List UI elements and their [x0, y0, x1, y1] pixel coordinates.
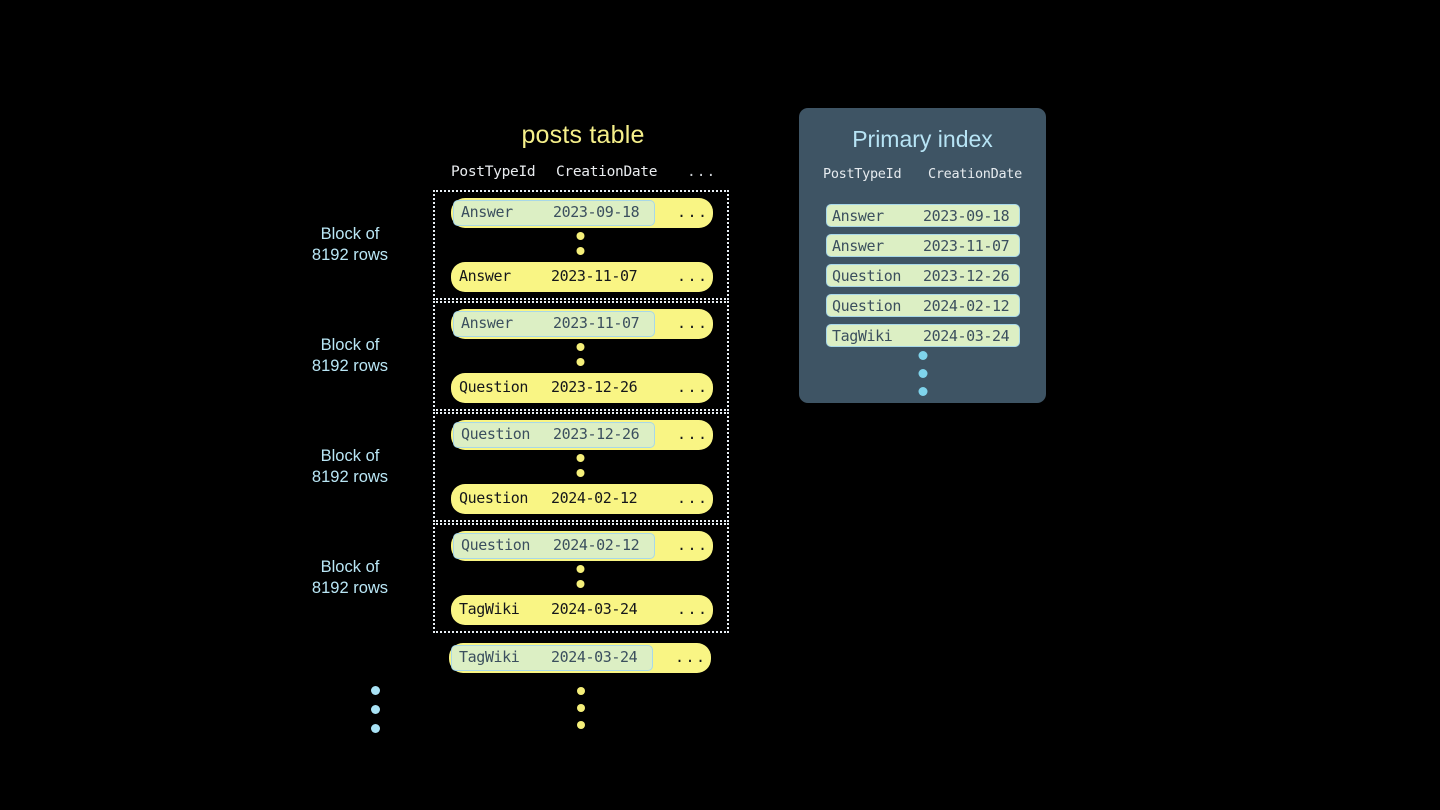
table-row-cells: Answer 2023-11-07 ...	[451, 309, 713, 339]
block-label: Block of 8192 rows	[285, 446, 415, 488]
table-row-cells: Question 2024-02-12 ...	[451, 484, 713, 514]
table-row-cells: TagWiki 2024-03-24 ...	[451, 595, 713, 625]
table-row: Answer 2023-11-07 ...	[451, 309, 713, 339]
cell-creationdate: 2023-12-26	[553, 425, 640, 443]
cell-creationdate: 2024-03-24	[551, 600, 638, 618]
index-row: Answer 2023-09-18	[826, 204, 1020, 227]
table-row-cells: Answer 2023-09-18 ...	[451, 198, 713, 228]
table-row: Question 2023-12-26 ...	[451, 420, 713, 450]
cell-creationdate: 2024-03-24	[551, 648, 638, 666]
index-mark-chip	[451, 645, 653, 671]
trailing-row-container: TagWiki 2024-03-24 ...	[433, 639, 729, 729]
cell-posttypeid: Question	[832, 297, 902, 315]
index-mark-chip	[453, 533, 655, 559]
block-label: Block of 8192 rows	[285, 557, 415, 599]
table-block: Block of 8192 rows Question 2024-02-12 .…	[312, 523, 729, 633]
index-row: Answer 2023-11-07	[826, 234, 1020, 257]
column-header-creationdate: CreationDate	[556, 164, 658, 180]
block-label-line1: Block of	[320, 447, 380, 465]
cell-more: ...	[677, 600, 709, 618]
table-row-cells: Question 2023-12-26 ...	[451, 373, 713, 403]
table-row-cells: Question 2023-12-26 ...	[451, 420, 713, 450]
primary-index-rows: Answer 2023-09-18 Answer 2023-11-07 Ques…	[826, 204, 1020, 354]
cell-creationdate: 2023-11-07	[923, 237, 1010, 255]
cell-more: ...	[677, 378, 709, 396]
cell-more: ...	[677, 425, 709, 443]
cell-posttypeid: Question	[459, 489, 529, 507]
block-label-line2: 8192 rows	[311, 468, 389, 486]
vertical-ellipsis-icon	[577, 687, 585, 738]
cell-posttypeid: Answer	[832, 207, 884, 225]
block-label-line1: Block of	[320, 558, 380, 576]
cell-creationdate: 2023-09-18	[923, 207, 1010, 225]
cell-more: ...	[677, 203, 709, 221]
table-row: Question 2024-02-12 ...	[451, 531, 713, 561]
table-row: Question 2024-02-12 ...	[451, 484, 713, 514]
table-row-cells: Question 2024-02-12 ...	[451, 531, 713, 561]
cell-creationdate: 2023-12-26	[923, 267, 1010, 285]
index-mark-chip	[453, 311, 655, 337]
cell-posttypeid: TagWiki	[459, 600, 520, 618]
table-block: Block of 8192 rows Answer 2023-09-18 ...…	[312, 190, 729, 300]
posts-table-blocks: Block of 8192 rows Answer 2023-09-18 ...…	[312, 190, 733, 729]
column-header-posttypeid: PostTypeId	[823, 166, 902, 182]
cell-posttypeid: Answer	[459, 267, 511, 285]
cell-more: ...	[677, 314, 709, 332]
table-row-cells: TagWiki 2024-03-24 ...	[449, 643, 711, 673]
cell-posttypeid: Question	[461, 425, 531, 443]
cell-creationdate: 2023-11-07	[553, 314, 640, 332]
cell-posttypeid: TagWiki	[459, 648, 520, 666]
primary-index-column-headers: PostTypeId CreationDate	[823, 166, 1033, 186]
cell-posttypeid: Answer	[461, 314, 513, 332]
column-header-creationdate: CreationDate	[928, 166, 1022, 182]
index-mark-chip	[453, 422, 655, 448]
column-header-posttypeid: PostTypeId	[451, 164, 536, 180]
cell-more: ...	[677, 489, 709, 507]
table-block: Block of 8192 rows Question 2023-12-26 .…	[312, 412, 729, 522]
cell-creationdate: 2023-12-26	[551, 378, 638, 396]
cell-posttypeid: Question	[459, 378, 529, 396]
cell-creationdate: 2024-02-12	[551, 489, 638, 507]
cell-more: ...	[677, 536, 709, 554]
index-row: Question 2024-02-12	[826, 294, 1020, 317]
posts-table-title: posts table	[521, 121, 645, 149]
cell-more: ...	[675, 648, 707, 666]
cell-more: ...	[677, 267, 709, 285]
block-label-line2: 8192 rows	[311, 246, 389, 264]
table-row: Answer 2023-09-18 ...	[451, 198, 713, 228]
cell-posttypeid: Question	[832, 267, 902, 285]
cell-creationdate: 2024-03-24	[923, 327, 1010, 345]
index-row: TagWiki 2024-03-24	[826, 324, 1020, 347]
table-row: Answer 2023-11-07 ...	[451, 262, 713, 292]
cell-creationdate: 2023-09-18	[553, 203, 640, 221]
table-row: Question 2023-12-26 ...	[451, 373, 713, 403]
cell-creationdate: 2024-02-12	[923, 297, 1010, 315]
primary-index-panel: Primary index PostTypeId CreationDate An…	[799, 108, 1046, 403]
cell-posttypeid: Answer	[832, 237, 884, 255]
cell-posttypeid: Answer	[461, 203, 513, 221]
block-label: Block of 8192 rows	[285, 335, 415, 377]
index-row: Question 2023-12-26	[826, 264, 1020, 287]
block-label-line2: 8192 rows	[311, 579, 389, 597]
more-blocks-ellipsis-icon	[371, 686, 380, 743]
table-row: TagWiki 2024-03-24 ...	[451, 595, 713, 625]
block-label-line1: Block of	[320, 225, 380, 243]
primary-index-title: Primary index	[852, 126, 993, 152]
cell-creationdate: 2024-02-12	[553, 536, 640, 554]
block-label-line2: 8192 rows	[311, 357, 389, 375]
table-row: TagWiki 2024-03-24 ...	[449, 643, 711, 673]
block-label-line1: Block of	[320, 336, 380, 354]
block-label: Block of 8192 rows	[285, 224, 415, 266]
cell-posttypeid: TagWiki	[832, 327, 893, 345]
table-block: Block of 8192 rows Answer 2023-11-07 ...…	[312, 301, 729, 411]
cell-creationdate: 2023-11-07	[551, 267, 638, 285]
posts-table-column-headers: PostTypeId CreationDate ...	[451, 164, 715, 186]
table-row-cells: Answer 2023-11-07 ...	[451, 262, 713, 292]
column-header-more: ...	[687, 164, 717, 180]
cell-posttypeid: Question	[461, 536, 531, 554]
vertical-ellipsis-icon	[918, 351, 928, 405]
index-mark-chip	[453, 200, 655, 226]
